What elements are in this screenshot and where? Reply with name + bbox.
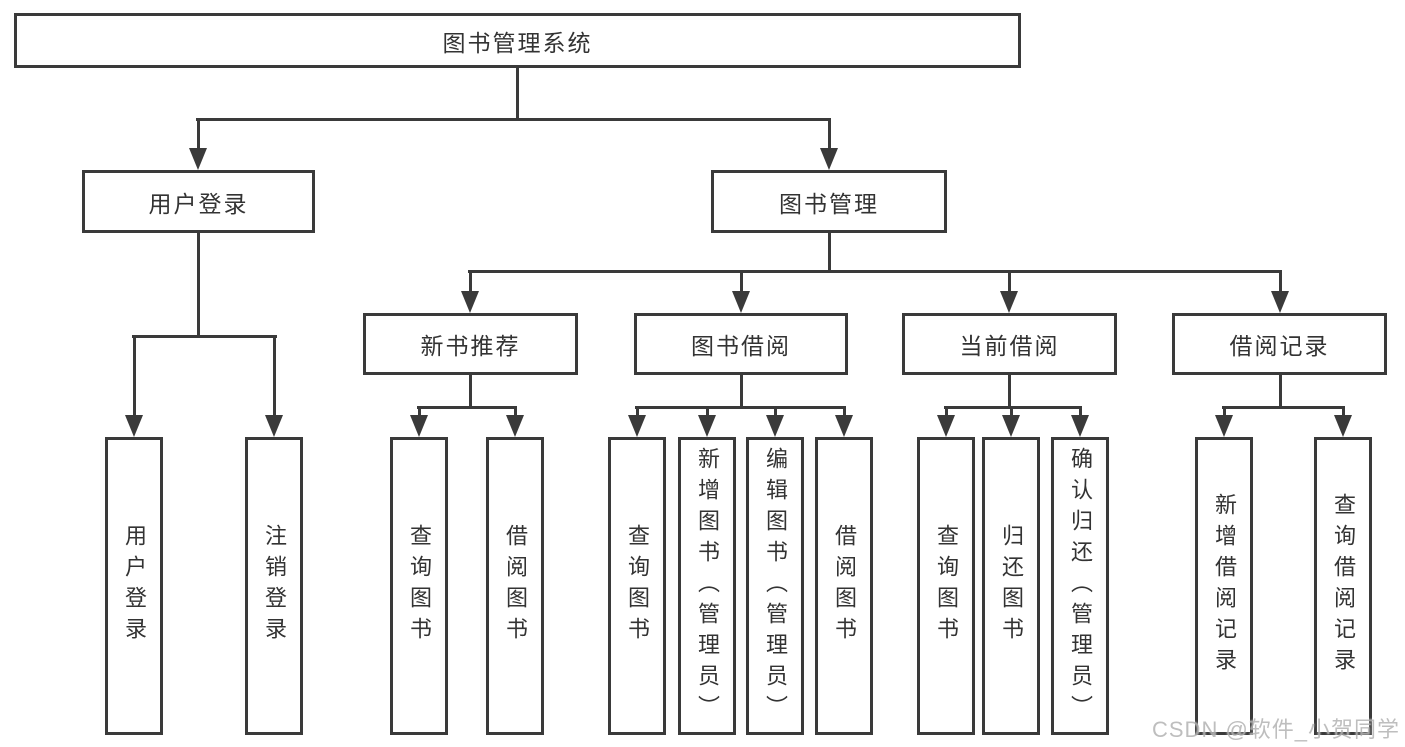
- arrow-current: [1000, 291, 1018, 313]
- connector-borrowing-hline: [635, 406, 846, 409]
- node-leaf-cu-confirm: 确认归还（管理员）: [1051, 437, 1109, 735]
- connector-new-books-stem: [469, 375, 472, 409]
- node-leaf-bw-borrow-label: 借阅图书: [832, 524, 857, 648]
- node-leaf-cu-return-label: 归还图书: [999, 524, 1024, 648]
- connector-drop-book-mgmt: [828, 118, 831, 155]
- arrow-rec-query: [1334, 415, 1352, 437]
- node-leaf-login-label: 用户登录: [122, 524, 147, 648]
- connector-drop-new-books: [469, 270, 472, 295]
- node-leaf-bw-edit: 编辑图书（管理员）: [746, 437, 804, 735]
- node-leaf-rec-query-label: 查询借阅记录: [1331, 493, 1356, 679]
- connector-new-books-hline: [417, 406, 517, 409]
- arrow-login: [125, 415, 143, 437]
- connector-drop-logout: [273, 335, 276, 420]
- connector-user-login-stem: [197, 233, 200, 338]
- node-leaf-rec-query: 查询借阅记录: [1314, 437, 1372, 735]
- node-leaf-bw-add-label: 新增图书（管理员）: [695, 446, 720, 726]
- node-leaf-logout-label: 注销登录: [262, 524, 287, 648]
- connector-current-hline: [944, 406, 1082, 409]
- connector-borrowing-stem: [740, 375, 743, 409]
- arrow-user-login: [189, 148, 207, 170]
- node-user-login: 用户登录: [82, 170, 315, 233]
- node-current: 当前借阅: [902, 313, 1117, 375]
- node-leaf-nb-borrow-label: 借阅图书: [503, 524, 528, 648]
- arrow-cu-return: [1002, 415, 1020, 437]
- node-leaf-bw-query: 查询图书: [608, 437, 666, 735]
- node-new-books: 新书推荐: [363, 313, 578, 375]
- node-leaf-cu-query: 查询图书: [917, 437, 975, 735]
- connector-drop-nb-borrow: [514, 406, 517, 420]
- arrow-bw-edit: [766, 415, 784, 437]
- connector-drop-current: [1008, 270, 1011, 295]
- arrow-bw-query: [628, 415, 646, 437]
- node-leaf-cu-return: 归还图书: [982, 437, 1040, 735]
- connector-drop-login: [133, 335, 136, 420]
- arrow-records: [1271, 291, 1289, 313]
- connector-current-stem: [1008, 375, 1011, 409]
- connector-drop-cu-query: [945, 406, 948, 420]
- connector-book-mgmt-hline: [468, 270, 1282, 273]
- connector-drop-nb-query: [418, 406, 421, 420]
- node-leaf-rec-add-label: 新增借阅记录: [1212, 493, 1237, 679]
- node-new-books-label: 新书推荐: [420, 333, 521, 359]
- connector-records-stem: [1279, 375, 1282, 409]
- node-book-mgmt-label: 图书管理: [779, 190, 879, 217]
- node-records: 借阅记录: [1172, 313, 1387, 375]
- connector-drop-records: [1279, 270, 1282, 295]
- node-user-login-label: 用户登录: [148, 190, 249, 217]
- node-leaf-rec-add: 新增借阅记录: [1195, 437, 1253, 735]
- csdn-watermark: CSDN @软件_小贺同学: [1152, 717, 1401, 742]
- node-leaf-cu-query-label: 查询图书: [934, 524, 959, 648]
- connector-book-mgmt-stem: [828, 233, 831, 273]
- connector-drop-bw-edit: [774, 406, 777, 420]
- connector-root-hline: [196, 118, 830, 121]
- node-leaf-cu-confirm-label: 确认归还（管理员）: [1068, 446, 1093, 726]
- node-current-label: 当前借阅: [959, 333, 1060, 359]
- connector-records-hline: [1222, 406, 1345, 409]
- node-borrowing: 图书借阅: [634, 313, 848, 375]
- node-leaf-login: 用户登录: [105, 437, 163, 735]
- connector-drop-user-login: [197, 118, 200, 155]
- node-book-mgmt: 图书管理: [711, 170, 947, 233]
- node-leaf-bw-edit-label: 编辑图书（管理员）: [763, 446, 788, 726]
- connector-user-login-hline: [132, 335, 277, 338]
- node-borrowing-label: 图书借阅: [691, 333, 791, 359]
- node-root: 图书管理系统: [14, 13, 1021, 68]
- node-leaf-bw-borrow: 借阅图书: [815, 437, 873, 735]
- node-leaf-nb-query: 查询图书: [390, 437, 448, 735]
- arrow-new-books: [461, 291, 479, 313]
- node-leaf-nb-borrow: 借阅图书: [486, 437, 544, 735]
- connector-drop-cu-return: [1010, 406, 1013, 420]
- arrow-logout: [265, 415, 283, 437]
- arrow-cu-query: [937, 415, 955, 437]
- connector-drop-cu-confirm: [1079, 406, 1082, 420]
- node-root-label: 图书管理系统: [442, 29, 593, 56]
- arrow-nb-borrow: [506, 415, 524, 437]
- arrow-nb-query: [410, 415, 428, 437]
- node-leaf-nb-query-label: 查询图书: [407, 524, 432, 648]
- node-records-label: 借阅记录: [1229, 333, 1330, 359]
- node-leaf-logout: 注销登录: [245, 437, 303, 735]
- connector-drop-rec-query: [1342, 406, 1345, 420]
- node-leaf-bw-add: 新增图书（管理员）: [678, 437, 736, 735]
- connector-drop-borrowing: [740, 270, 743, 295]
- connector-drop-bw-borrow: [843, 406, 846, 420]
- node-leaf-bw-query-label: 查询图书: [625, 524, 650, 648]
- arrow-book-mgmt: [820, 148, 838, 170]
- connector-drop-rec-add: [1223, 406, 1226, 420]
- connector-drop-bw-add: [706, 406, 709, 420]
- arrow-bw-borrow: [835, 415, 853, 437]
- arrow-cu-confirm: [1071, 415, 1089, 437]
- connector-drop-bw-query: [636, 406, 639, 420]
- arrow-rec-add: [1215, 415, 1233, 437]
- arrow-borrowing: [732, 291, 750, 313]
- connector-root-stem: [516, 68, 519, 121]
- arrow-bw-add: [698, 415, 716, 437]
